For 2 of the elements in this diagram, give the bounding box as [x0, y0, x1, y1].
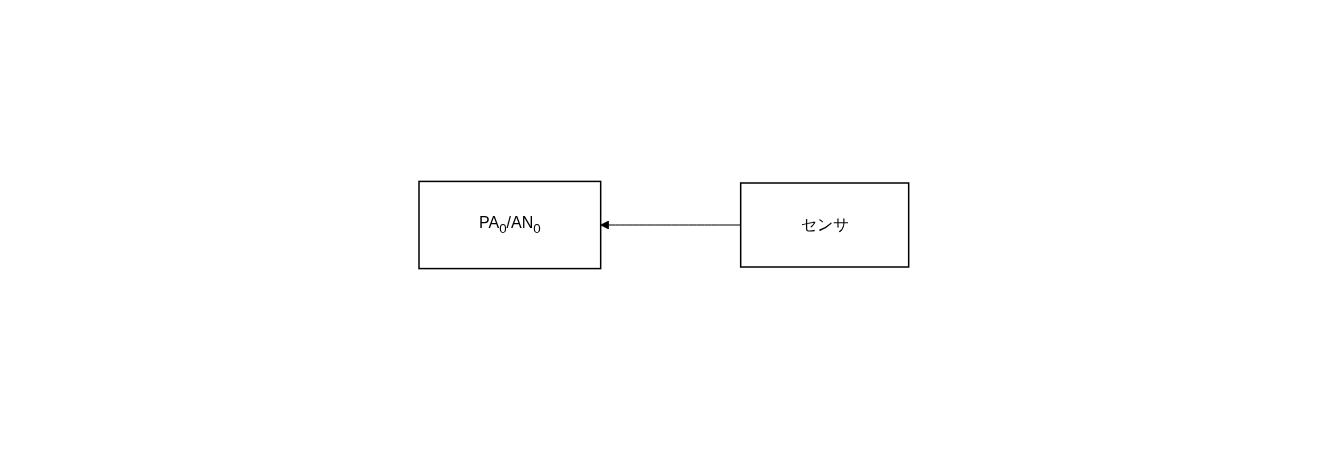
node-box: センサ — [739, 182, 910, 268]
node-box: PA$_{0}$/AN$_{0}$ — [417, 180, 602, 270]
